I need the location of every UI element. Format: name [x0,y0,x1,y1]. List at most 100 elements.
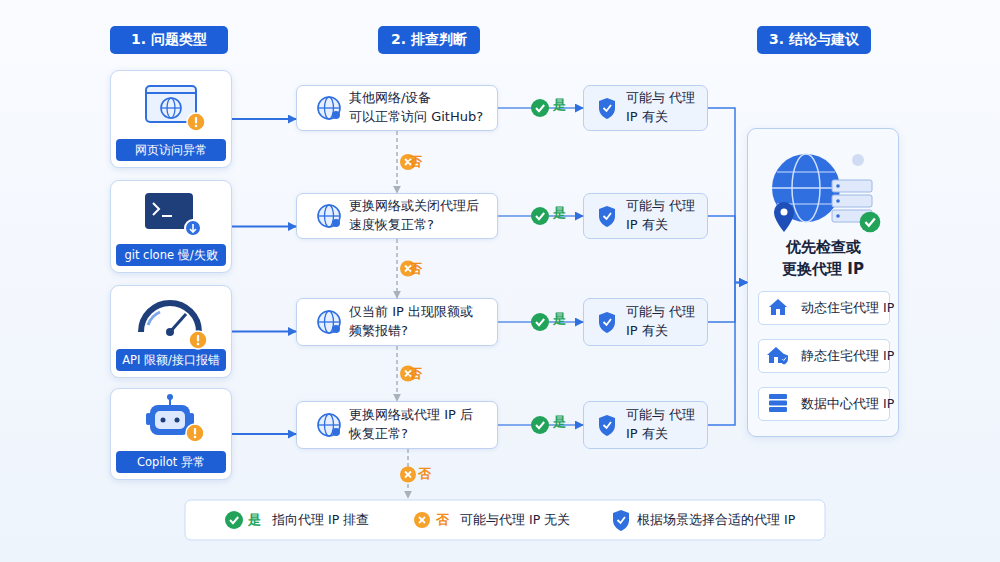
network-illustration [832,195,872,207]
card-label: git clone 慢/失败 [116,244,226,266]
flow-arrow [498,321,583,323]
column-header: 1. 问题类型 [110,26,228,54]
flow-arrow [232,331,296,333]
house-shield-icon [780,354,788,365]
flow-arrow [498,215,583,217]
option-text: 静态住宅代理 IP [801,348,894,365]
decision-text: 仅当前 IP 出现限额或 频繁报错? [349,303,491,341]
option-text: 数据中心代理 IP [801,396,894,413]
legend-yes-icon [225,511,243,529]
legend-no-icon [414,512,430,528]
globe-icon [318,97,340,119]
terminal-icon [153,203,159,215]
yes-mark [531,313,549,331]
header-text: 3. 结论与建议 [769,31,859,49]
terminal-icon [185,220,201,236]
shield-icon [599,206,615,227]
result-box: 可能与 代理 IP 有关 [583,401,708,449]
gauge-icon [170,314,186,332]
edge-label: 否 [409,153,422,171]
house-shield-icon [767,347,788,365]
terminal-icon [145,193,193,229]
network-illustration [777,172,835,204]
legend-text: 可能与代理 IP 无关 [460,511,570,529]
edge-label: 否 [409,365,422,383]
gauge-icon [141,303,207,349]
terminal-icon [145,193,201,236]
robot-icon [169,398,171,405]
proxy-option: 数据中心代理 IP [758,387,890,421]
browser-icon [167,98,175,118]
robot-icon [146,394,204,442]
edge-label: 否 [409,260,422,278]
robot-icon [161,418,166,423]
problem-card: 网页访问异常 [110,70,232,168]
terminal-icon [190,229,196,232]
problem-card: git clone 慢/失败 [110,180,232,273]
flow-arrow [498,424,583,426]
problem-card: API 限额/接口报错 [110,285,232,378]
status-label: 是 [248,511,261,529]
no-arrow [407,449,409,498]
decision-text: 更换网络或关闭代理后 速度恢复正常? [349,197,491,235]
result-text: 可能与 代理 IP 有关 [626,406,700,444]
result-box: 可能与 代理 IP 有关 [583,193,708,239]
flow-arrow [396,131,398,193]
card-label: API 限额/接口报错 [116,349,226,371]
status-label: 否 [436,511,449,529]
gauge-icon [148,312,160,325]
flow-arrow [708,283,747,426]
network-illustration [860,212,881,233]
flow-arrow [708,283,747,323]
yes-mark [531,416,549,434]
robot-icon [186,424,204,442]
gauge-icon [189,331,207,349]
proxy-option: 静态住宅代理 IP [758,339,890,373]
network-illustration [772,187,840,189]
edge-label: 是 [553,310,566,328]
proxy-option: 动态住宅代理 IP [758,291,890,325]
shield-icon [599,415,615,436]
robot-icon [189,413,194,425]
result-text: 可能与 代理 IP 有关 [626,303,700,341]
network-illustration [772,154,840,222]
gauge-icon [166,328,174,336]
problem-card: Copilot 异常 [110,388,232,480]
browser-icon [187,113,205,131]
robot-icon [167,394,173,400]
status-label: 否 [418,465,431,483]
yes-mark [531,99,549,117]
robot-icon [150,405,190,435]
robot-icon [175,418,180,423]
flow-arrow [232,118,296,120]
flow-arrow [396,239,398,298]
legend-text: 根据场景选择合适的代理 IP [637,511,795,529]
card-label: Copilot 异常 [116,451,226,473]
legend-box [185,500,825,540]
result-text: 可能与 代理 IP 有关 [626,197,700,235]
network-illustration [832,210,872,222]
column-header: 3. 结论与建议 [757,26,871,54]
network-illustration [781,209,788,216]
globe-icon [318,414,340,436]
flow-arrow [232,226,296,228]
header-text: 1. 问题类型 [131,31,207,49]
legend-shield-icon [613,510,629,531]
globe-icon [318,311,340,333]
house-icon [769,299,787,315]
decision-box: 更换网络或代理 IP 后 恢复正常? [296,401,498,449]
gauge-icon [141,303,199,332]
globe-icon [318,205,340,227]
legend-text: 指向代理 IP 排查 [272,511,369,529]
flow-arrow [708,216,747,283]
network-illustration [792,154,820,222]
result-box: 可能与 代理 IP 有关 [583,298,708,346]
network-illustration [836,199,840,203]
decision-box: 更换网络或关闭代理后 速度恢复正常? [296,193,498,239]
flow-arrow [498,107,583,109]
no-mark [400,467,416,483]
